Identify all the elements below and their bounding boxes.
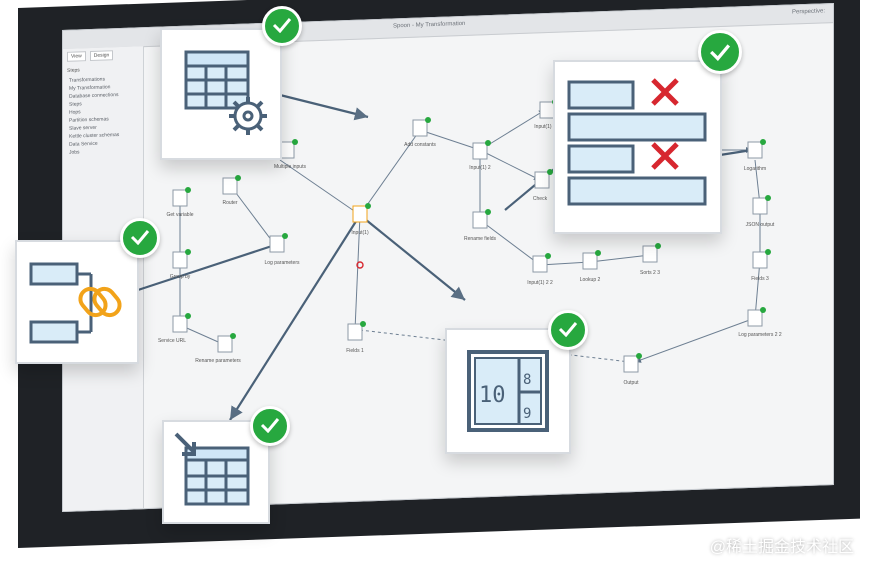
- step-sorts-2-3[interactable]: Sorts 2 3: [640, 243, 661, 276]
- step-router[interactable]: Router: [222, 175, 241, 206]
- svg-text:Router: Router: [222, 200, 237, 206]
- checkmark-icon: [250, 406, 290, 446]
- svg-text:Input(1): Input(1): [351, 230, 369, 236]
- step-input-1[interactable]: Input(1): [351, 203, 371, 236]
- checkmark-icon: [262, 6, 302, 46]
- table-import-icon: [174, 432, 250, 506]
- svg-text:Fields 1: Fields 1: [346, 348, 364, 354]
- card-import: [162, 420, 270, 524]
- svg-text:Logarithm: Logarithm: [744, 166, 766, 172]
- join-link-icon: [29, 262, 122, 344]
- step-log-parameters[interactable]: Log parameters: [264, 233, 300, 266]
- svg-text:Service URL: Service URL: [158, 338, 186, 344]
- chain-link-icon: [78, 286, 122, 318]
- step-nodes: Add constants Input(1) 2 Input(1) 2 Chec…: [158, 99, 782, 386]
- svg-text:8: 8: [523, 372, 531, 388]
- svg-text:Sorts 2 3: Sorts 2 3: [640, 270, 660, 276]
- svg-text:Add constants: Add constants: [404, 142, 436, 148]
- svg-text:Rename fields: Rename fields: [464, 236, 496, 242]
- arrow-down-right-icon: [174, 432, 196, 456]
- watermark-text: @稀土掘金技术社区: [709, 539, 854, 556]
- step-log-parameters-2-2[interactable]: Log parameters 2 2: [738, 307, 782, 338]
- step-logarithm[interactable]: Logarithm: [744, 139, 766, 172]
- step-add-constants[interactable]: Add constants: [404, 117, 436, 148]
- error-hop-icon: [356, 261, 364, 269]
- svg-text:Input(1) 2: Input(1) 2: [469, 165, 491, 171]
- svg-text:Log parameters: Log parameters: [264, 260, 300, 266]
- svg-text:Input(1) 2 2: Input(1) 2 2: [527, 280, 553, 286]
- map-layout-icon: 10 8 9: [467, 350, 549, 432]
- card-validation: [553, 60, 722, 234]
- step-group-by[interactable]: Group by: [170, 249, 191, 280]
- step-fields-3[interactable]: Fields 3: [751, 249, 771, 282]
- card-join: [15, 240, 139, 364]
- svg-text:Lookup 2: Lookup 2: [580, 277, 601, 283]
- step-output[interactable]: Output: [623, 353, 642, 386]
- card-connectors: [137, 93, 753, 421]
- svg-text:Input(1) 2: Input(1) 2: [534, 124, 556, 130]
- checkmark-icon: [698, 30, 742, 74]
- card-map: 10 8 9: [445, 328, 571, 454]
- svg-text:JSON output: JSON output: [746, 222, 775, 228]
- table-gear-icon: [184, 50, 267, 135]
- svg-text:Multiple inputs: Multiple inputs: [274, 164, 306, 170]
- error-x-icon: [651, 78, 679, 170]
- step-rename-fields[interactable]: Rename fields: [464, 209, 496, 242]
- step-json-output[interactable]: JSON output: [746, 195, 775, 228]
- step-input-2-b[interactable]: Input(1) 2: [469, 140, 491, 171]
- validation-form-icon: [567, 78, 707, 206]
- step-rename-parameters[interactable]: Rename parameters: [195, 333, 241, 364]
- svg-text:Log parameters 2 2: Log parameters 2 2: [738, 332, 782, 338]
- card-table-settings: [160, 28, 282, 160]
- svg-text:Group by: Group by: [170, 274, 191, 280]
- checkmark-icon: [548, 310, 588, 350]
- svg-text:10: 10: [479, 383, 506, 408]
- step-service-url[interactable]: Service URL: [158, 313, 191, 344]
- step-input-2-2[interactable]: Input(1) 2 2: [527, 253, 553, 286]
- svg-text:Output: Output: [623, 380, 639, 386]
- checkmark-icon: [120, 218, 160, 258]
- step-lookup-2[interactable]: Lookup 2: [580, 250, 601, 283]
- svg-text:9: 9: [523, 406, 531, 422]
- svg-text:Check: Check: [533, 196, 548, 202]
- step-get-variable[interactable]: Get variable: [167, 187, 194, 218]
- svg-text:Rename parameters: Rename parameters: [195, 358, 241, 364]
- step-fields-1[interactable]: Fields 1: [346, 321, 366, 354]
- svg-text:Fields 3: Fields 3: [751, 276, 769, 282]
- step-check[interactable]: Check: [533, 169, 553, 202]
- svg-text:Get variable: Get variable: [167, 212, 194, 218]
